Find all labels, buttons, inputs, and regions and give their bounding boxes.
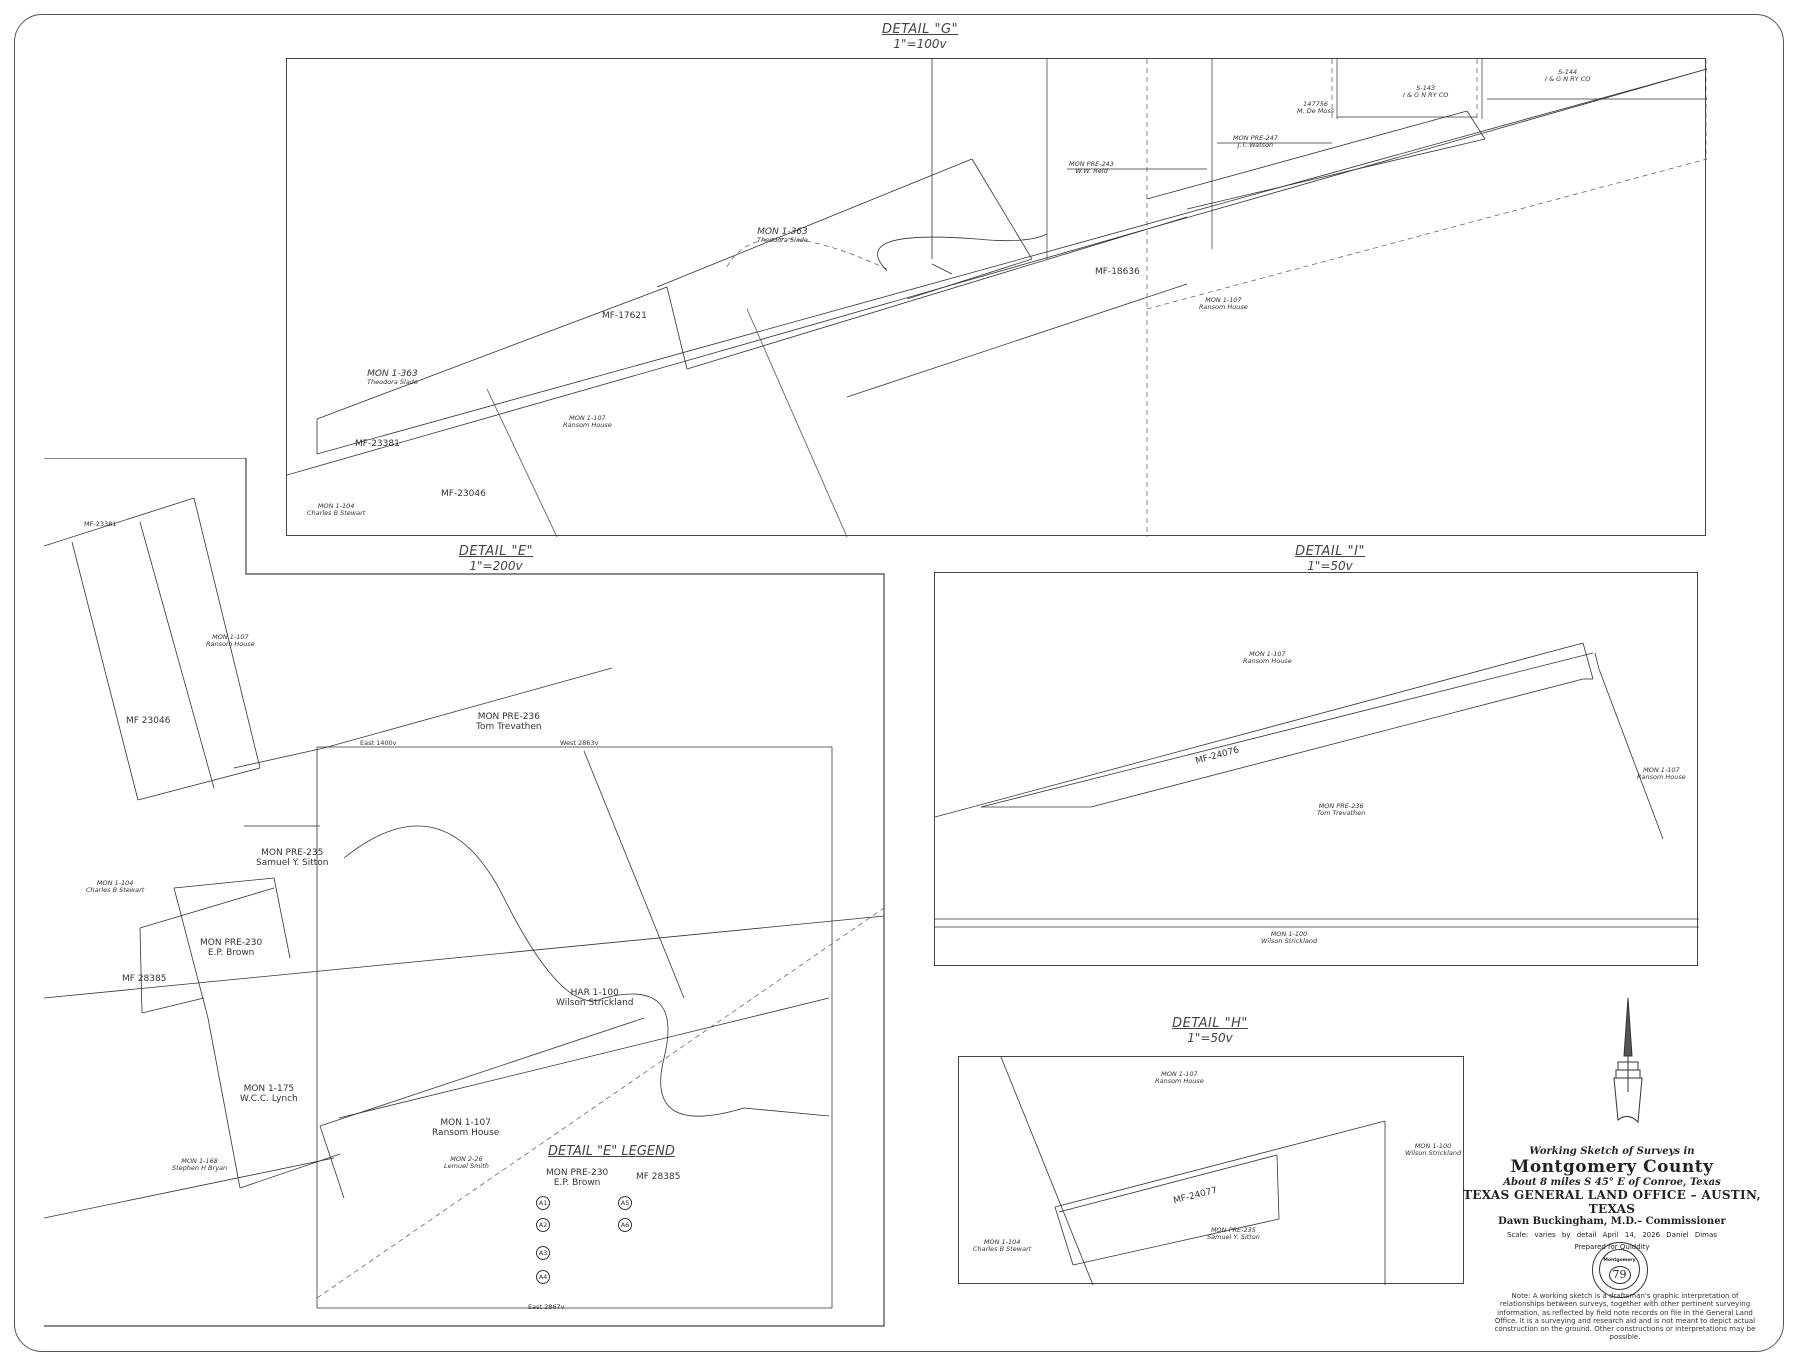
e-label-east-2867: East 2867v [528,1303,565,1311]
title-location: About 8 miles S 45° E of Conroe, Texas [1503,1177,1721,1188]
detail-h-scale: 1"=50v [1187,1031,1233,1045]
e-legend-mf28385: MF 28385 [636,1172,681,1182]
title-county: Montgomery County [1510,1157,1714,1177]
detail-g-drawing [287,59,1707,537]
title-office: TEXAS GENERAL LAND OFFICE – AUSTIN, TEXA… [1463,1188,1761,1216]
disclaimer-note: Note: A working sketch is a draftsman's … [1494,1292,1756,1342]
detail-e-drawing [44,458,885,1327]
detail-e-scale: 1"=200v [469,559,523,573]
title-drafter: Daniel Dimas [1666,1231,1717,1239]
e-label-mf23381: MF-23381 [84,520,117,528]
detail-i-title-text: DETAIL "I" [1295,544,1365,559]
e-legend-a5: A5 [618,1196,632,1210]
seal-county-name: Montgomery [1603,1258,1636,1263]
county-seal-inner: Montgomery 79 [1599,1249,1640,1290]
e-label-mf23046: MF 23046 [126,716,171,726]
title-line1: Working Sketch of Surveys in [1529,1146,1695,1157]
sheet-border [14,14,1784,1352]
g-label-mf23381: MF-23381 [355,439,400,449]
e-legend-a3: A3 [536,1246,550,1260]
detail-g-title-text: DETAIL "G" [881,22,959,37]
e-legend-a6: A6 [618,1218,632,1232]
detail-h-title-text: DETAIL "H" [1172,1016,1248,1031]
e-legend-a2: A2 [536,1218,550,1232]
detail-g-title: DETAIL "G" 1"=100v [860,22,980,51]
detail-i-drawing [935,642,1699,928]
title-block: Working Sketch of Surveys in Montgomery … [1462,1146,1762,1251]
detail-h-drawing [1000,1057,1386,1285]
detail-g-scale: 1"=100v [893,37,947,51]
detail-h-title: DETAIL "H" 1"=50v [1150,1016,1270,1045]
title-scale: Scale: varies by detail [1507,1231,1597,1239]
g-label-mf17621: MF-17621 [602,311,647,321]
e-legend-a4: A4 [536,1270,550,1284]
e-label-west-2863: West 2863v [560,739,599,747]
detail-i-title: DETAIL "I" 1"=50v [1270,544,1390,573]
detail-e-title: DETAIL "E" 1"=200v [436,544,556,573]
e-legend-a1: A1 [536,1196,550,1210]
e-legend-title: DETAIL "E" LEGEND [548,1144,675,1159]
e-label-east-1400: East 1400v [360,739,397,747]
north-arrow-icon [1613,997,1643,1124]
detail-i-scale: 1"=50v [1307,559,1353,573]
seal-sheet-number: 79 [1608,1266,1631,1284]
title-date: April 14, 2026 [1602,1231,1661,1239]
county-seal-icon: Montgomery 79 [1592,1242,1648,1298]
g-label-mf23046: MF-23046 [441,489,486,499]
e-label-mf28385: MF 28385 [122,974,167,984]
g-label-mf18636: MF-18636 [1095,267,1140,277]
title-scale-row: Scale: varies by detail April 14, 2026 D… [1462,1231,1762,1239]
title-commissioner: Dawn Buckingham, M.D.– Commissioner [1498,1216,1726,1227]
detail-e-title-text: DETAIL "E" [458,544,534,559]
